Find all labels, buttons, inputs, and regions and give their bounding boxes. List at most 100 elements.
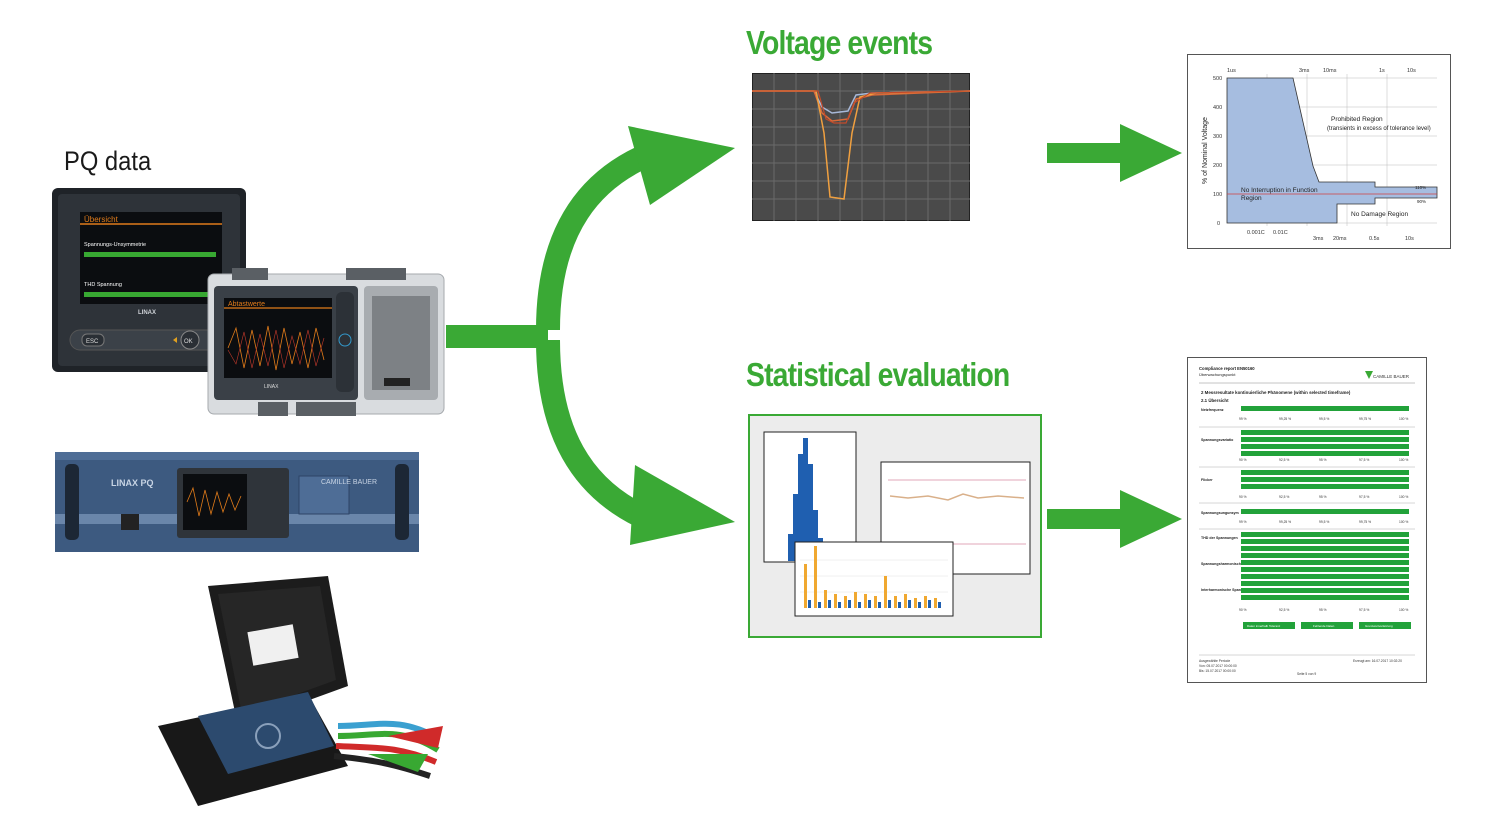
scale1-2: 99,5 % xyxy=(1319,417,1329,421)
itic-region: Region xyxy=(1241,195,1262,202)
scale1b-0: 99 % xyxy=(1239,520,1247,524)
lower-curve-arrow xyxy=(536,339,655,532)
scale1b-4: 100 % xyxy=(1399,520,1408,524)
upper-arrowhead xyxy=(628,126,735,205)
itic-prohibited-sub: (transients in excess of tolerance level… xyxy=(1327,126,1431,132)
scale1-1: 99,25 % xyxy=(1279,417,1291,421)
scale2a-1: 92,5 % xyxy=(1279,458,1289,462)
panel-row2: THD Spannung xyxy=(84,282,122,288)
report-brand: CAMILLE BAUER xyxy=(1373,374,1410,379)
panel-brand: LINAX xyxy=(138,310,156,316)
panel-meter-device: Übersicht Spannungs-Unsymmetrie THD Span… xyxy=(52,188,246,372)
itic-top-5: 10s xyxy=(1407,68,1416,74)
report-header1: Compliance report EN50160 xyxy=(1199,366,1255,371)
scale1-0: 99 % xyxy=(1239,417,1247,421)
scale2c-1: 92,5 % xyxy=(1279,608,1289,612)
scale2b-4: 100 % xyxy=(1399,495,1408,499)
statistical-evaluation-heading: Statistical evaluation xyxy=(746,356,1010,393)
itic-bottom-4: 20ms xyxy=(1333,236,1347,242)
scale2a-0: 90 % xyxy=(1239,458,1247,462)
report-group-3: Flicker xyxy=(1201,478,1213,482)
scale2b-0: 90 % xyxy=(1239,495,1247,499)
right-arrow-bottom-shaft xyxy=(1047,509,1132,529)
itic-bottom-3: 3ms xyxy=(1313,236,1324,242)
itic-curve-figure: % of Nominal Voltage 500 400 300 200 100… xyxy=(1187,54,1451,249)
scale2c-4: 100 % xyxy=(1399,608,1408,612)
scale2b-2: 95 % xyxy=(1319,495,1327,499)
itic-tolerance-region xyxy=(1226,77,1438,224)
report-header2: Überwachungspunkt xyxy=(1199,372,1236,377)
panel-esc: ESC xyxy=(86,339,99,345)
footer-to: Bis: 15.07.2017 00:00:00 xyxy=(1199,669,1236,673)
itic-bottom-1: 0.001C xyxy=(1247,230,1265,236)
legend-label-3: Grenzwertverletzung xyxy=(1365,624,1393,628)
report-subsection: 2.1 Übersicht xyxy=(1201,398,1229,403)
din-screen-title: Abtastwerte xyxy=(228,301,265,308)
scale1-3: 99,75 % xyxy=(1359,417,1371,421)
itic-110: 110% xyxy=(1415,185,1426,190)
report-group-6: Spannungsharmonische xyxy=(1201,562,1243,566)
legend-missing-data xyxy=(1301,622,1353,629)
report-group-7: Interharmonische Spannungen xyxy=(1201,588,1254,592)
din-rail-device: Abtastwerte LINAX xyxy=(207,268,445,416)
itic-y-400: 400 xyxy=(1213,105,1222,111)
scale2a-2: 95 % xyxy=(1319,458,1327,462)
itic-y-200: 200 xyxy=(1213,163,1222,169)
rack-device: LINAX PQ CAMILLE BAUER xyxy=(55,452,419,552)
itic-top-4: 1s xyxy=(1379,68,1385,74)
harmonics-blue-bars xyxy=(808,600,941,608)
itic-bottom-2: 0.01C xyxy=(1273,230,1288,236)
rack-company: CAMILLE BAUER xyxy=(321,479,377,486)
lower-arrowhead xyxy=(630,465,735,545)
footer-page: Seite 5 von 9 xyxy=(1297,672,1316,676)
footer-left: Ausgewählte Periode xyxy=(1199,659,1230,663)
legend-within-tolerance xyxy=(1243,622,1295,629)
rack-brand: LINAX PQ xyxy=(111,478,154,488)
itic-prohibited: Prohibited Region xyxy=(1331,116,1383,123)
legend-label-2: Fehlende Daten xyxy=(1313,624,1335,628)
scale2c-3: 97,5 % xyxy=(1359,608,1369,612)
scale2c-0: 90 % xyxy=(1239,608,1247,612)
voltage-events-scope xyxy=(752,73,970,221)
report-group-2: Spannungsvariatio xyxy=(1201,438,1234,442)
legend-limit-violation xyxy=(1359,622,1411,629)
upper-curve-arrow xyxy=(536,138,665,331)
itic-no-interruption: No Interruption in Function xyxy=(1241,187,1318,194)
report-group-5: THD der Spannungen xyxy=(1201,536,1238,540)
scale2a-3: 97,5 % xyxy=(1359,458,1369,462)
footer-from: Von: 05.07.2017 00:00:00 xyxy=(1199,664,1237,668)
right-arrow-top-head xyxy=(1120,124,1182,182)
legend-label-1: Daten innerhalb Toleranz xyxy=(1247,624,1281,628)
scale2b-3: 97,5 % xyxy=(1359,495,1369,499)
panel-ok: OK xyxy=(184,339,193,345)
right-arrow-top-shaft xyxy=(1047,143,1132,163)
panel-row1: Spannungs-Unsymmetrie xyxy=(84,242,146,248)
din-brand: LINAX xyxy=(264,384,279,390)
scale1b-1: 99,25 % xyxy=(1279,520,1291,524)
report-group-1: Netzfrequenz xyxy=(1201,408,1224,412)
itic-no-damage: No Damage Region xyxy=(1351,211,1408,218)
statistical-evaluation-panel xyxy=(748,414,1042,638)
itic-y-300: 300 xyxy=(1213,134,1222,140)
scale1b-3: 99,75 % xyxy=(1359,520,1371,524)
itic-y-500: 500 xyxy=(1213,76,1222,82)
itic-y-0: 0 xyxy=(1217,221,1220,227)
itic-bottom-6: 10s xyxy=(1405,236,1414,242)
compliance-report-document: Compliance report EN50160 Überwachungspu… xyxy=(1187,357,1427,683)
itic-ylabel: % of Nominal Voltage xyxy=(1202,117,1209,184)
scale2a-4: 100 % xyxy=(1399,458,1408,462)
scale2b-1: 92,5 % xyxy=(1279,495,1289,499)
stem-arrow xyxy=(446,325,548,348)
panel-screen-title: Übersicht xyxy=(84,215,119,224)
right-arrow-bottom-head xyxy=(1120,490,1182,548)
itic-90: 90% xyxy=(1417,199,1426,204)
itic-top-3: 10ms xyxy=(1323,68,1337,74)
voltage-events-heading: Voltage events xyxy=(746,24,933,61)
harmonics-orange-bars xyxy=(804,546,937,608)
scale1-4: 100 % xyxy=(1399,417,1408,421)
itic-y-100: 100 xyxy=(1213,192,1222,198)
pq-data-label: PQ data xyxy=(64,146,152,176)
itic-top-2: 3ms xyxy=(1299,68,1310,74)
